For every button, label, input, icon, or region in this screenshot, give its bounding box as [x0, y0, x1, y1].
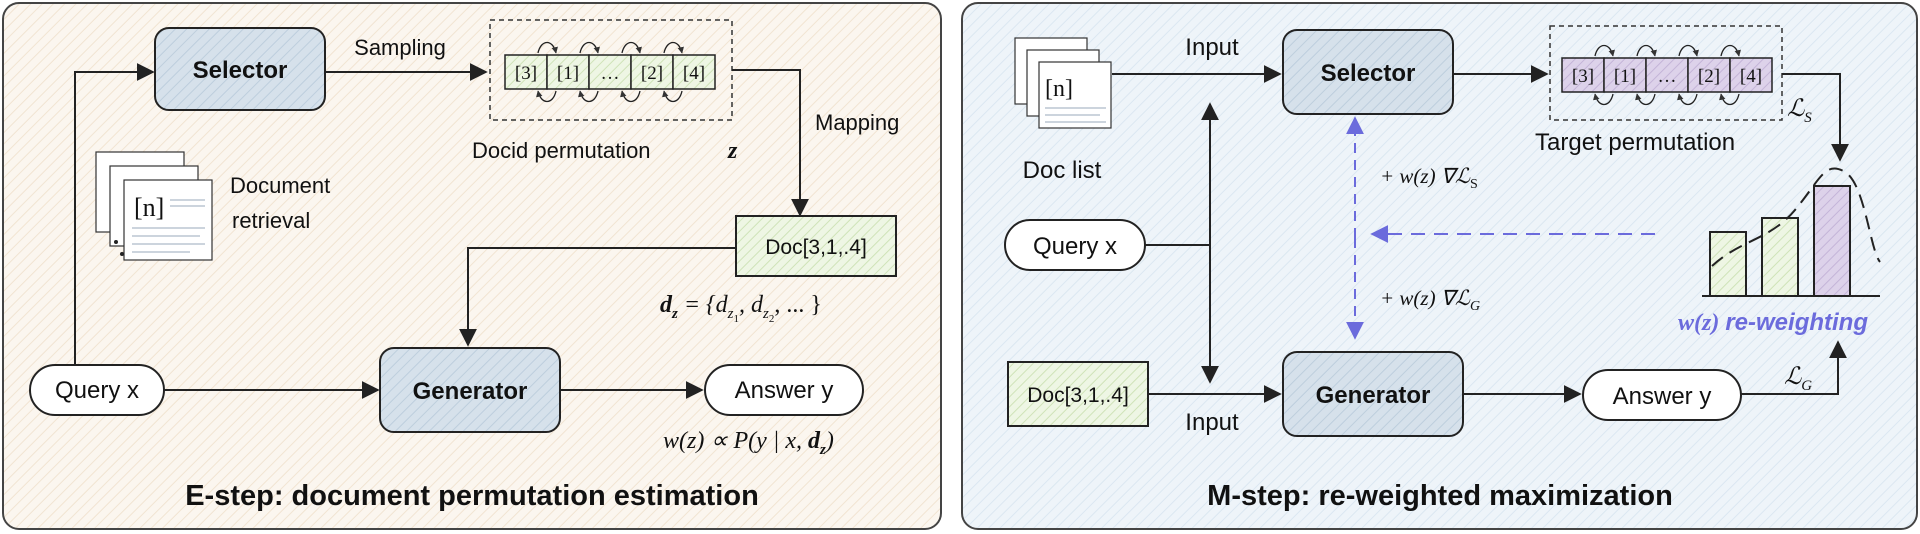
svg-text:Query x: Query x [55, 377, 139, 404]
mapping-label: Mapping [815, 110, 899, 135]
doc-retrieval-label-1: Document [230, 173, 330, 198]
perm-left-cell [504, 54, 548, 90]
perm-right-cell-label: … [1658, 66, 1677, 87]
generator-block-left: Generator [379, 347, 561, 433]
dz-formula: dz = {dz1, dz2, ... } [660, 292, 822, 325]
document-stack-icon: [n] [95, 151, 213, 261]
right-panel-title: M-step: re-weighted maximization [1207, 480, 1673, 512]
perm-left-cell-label: [3] [515, 63, 537, 84]
loss-g-label: ℒG [1784, 364, 1812, 394]
generator-block-right: Generator [1282, 351, 1464, 437]
perm-right-swap-arc [1635, 93, 1656, 106]
selector-block-right: Selector [1282, 29, 1454, 115]
density-curve [1711, 167, 1881, 267]
perm-left-cell-label: [1] [557, 63, 579, 84]
bar-1 [1709, 231, 1747, 297]
perm-left-swap-arc [621, 41, 642, 54]
doc-permuted-box: Doc[3,1,.4] [735, 215, 897, 277]
perm-left-swap-arc [620, 90, 641, 103]
perm-right-cell [1729, 57, 1773, 93]
svg-text:Answer y: Answer y [735, 377, 834, 404]
perm-left-swap-arc [537, 41, 558, 54]
perm-right-swap-arc [1593, 93, 1614, 106]
grad-g-label: + w(z) ∇ℒG [1380, 286, 1480, 314]
svg-text:Docid permutation: Docid permutation [472, 138, 651, 163]
perm-right-swap-arc [1594, 44, 1615, 57]
perm-right-swap-arc [1636, 44, 1657, 57]
svg-text:Selector: Selector [1321, 60, 1416, 87]
perm-right-cell [1687, 57, 1731, 93]
doc-list-label: Doc list [1023, 157, 1102, 184]
perm-right-cell-label: [4] [1740, 66, 1762, 87]
target-permutation-label: Target permutation [1535, 129, 1735, 156]
perm-right-cell-label: [1] [1614, 66, 1636, 87]
weight-formula: w(z) ∝ P(y | x, dz) [663, 428, 834, 458]
perm-right-swap-arc [1677, 93, 1698, 106]
perm-left-cell-label: [4] [683, 63, 705, 84]
perm-right-cell-label: [3] [1572, 66, 1594, 87]
perm-left-cell [672, 54, 716, 90]
svg-text:Query x: Query x [1033, 233, 1117, 260]
loss-s-label: ℒS [1787, 96, 1812, 126]
query-node-right: Query x [1004, 219, 1146, 271]
sampling-label: Sampling [354, 35, 446, 60]
perm-left-swap-arc [579, 41, 600, 54]
docid-permutation-label: Docid permutation z [472, 138, 738, 164]
reweighting-label: w(z) re-weighting [1678, 309, 1868, 336]
svg-text:[n]: [n] [1045, 76, 1073, 102]
query-node-left: Query x [29, 364, 165, 416]
svg-text:Generator: Generator [413, 378, 528, 405]
bar-2 [1761, 217, 1799, 297]
perm-left-swap-arc [536, 90, 557, 103]
perm-left-swap-arc [662, 90, 683, 103]
reweighting-chart [1702, 167, 1881, 297]
doc-list-icon: [n] [1014, 37, 1112, 129]
perm-right-cell [1561, 57, 1605, 93]
perm-right-swap-arc [1720, 44, 1741, 57]
perm-left-swap-arc [663, 41, 684, 54]
perm-left-swap-arc [578, 90, 599, 103]
perm-left-cell-label: … [601, 63, 620, 84]
svg-text:Generator: Generator [1316, 382, 1431, 409]
perm-right-cell-label: [2] [1698, 66, 1720, 87]
input-label-bottom: Input [1185, 409, 1239, 436]
grad-s-label: + w(z) ∇ℒS [1380, 164, 1478, 192]
doc-retrieval-label-2: retrieval [232, 208, 310, 233]
perm-right-swap-arc [1719, 93, 1740, 106]
svg-text:z: z [727, 138, 738, 164]
answer-node-right: Answer y [1582, 369, 1742, 421]
target-permutation: [3] [1] … [2] [4] [1549, 25, 1783, 121]
perm-left-cell-label: [2] [641, 63, 663, 84]
left-panel-title: E-step: document permutation estimation [185, 480, 759, 512]
svg-text:Doc[3,1,.4]: Doc[3,1,.4] [1027, 384, 1129, 407]
svg-text:[n]: [n] [134, 193, 164, 222]
selector-block: Selector [154, 27, 326, 111]
selector-label: Selector [193, 57, 288, 84]
perm-left-cell [630, 54, 674, 90]
svg-text:Answer y: Answer y [1613, 383, 1712, 410]
answer-node-left: Answer y [704, 364, 864, 416]
svg-text:Doc[3,1,.4]: Doc[3,1,.4] [765, 236, 867, 259]
perm-right-cell [1603, 57, 1647, 93]
perm-left-cell [546, 54, 590, 90]
docid-permutation: [3] [1] … [2] [4] [489, 19, 733, 121]
doc-permuted-box-right: Doc[3,1,.4] [1007, 361, 1149, 427]
bar-3 [1813, 185, 1851, 297]
perm-right-swap-arc [1678, 44, 1699, 57]
input-label-top: Input [1185, 34, 1239, 61]
perm-left-cell [588, 54, 632, 90]
